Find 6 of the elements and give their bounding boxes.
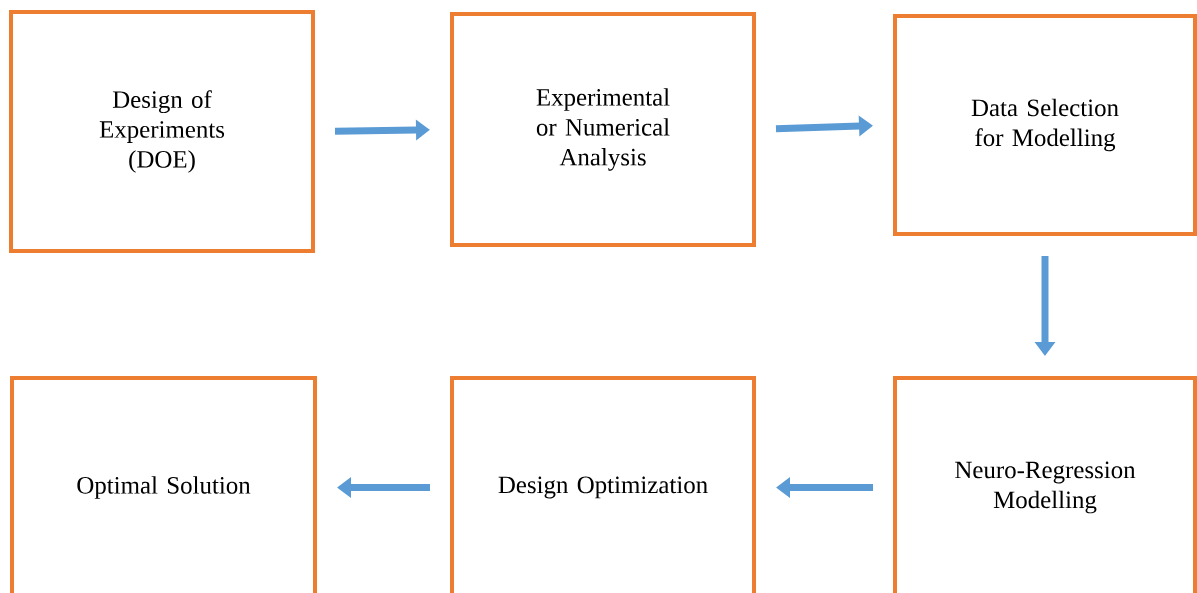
process-box: Design Optimization [450, 376, 756, 593]
process-box: Neuro-Regression Modelling [893, 376, 1197, 593]
process-box: Design of Experiments (DOE) [9, 10, 315, 253]
process-box: Optimal Solution [10, 376, 317, 593]
process-box: Experimental or Numerical Analysis [450, 12, 756, 247]
process-box: Data Selection for Modelling [893, 14, 1197, 236]
